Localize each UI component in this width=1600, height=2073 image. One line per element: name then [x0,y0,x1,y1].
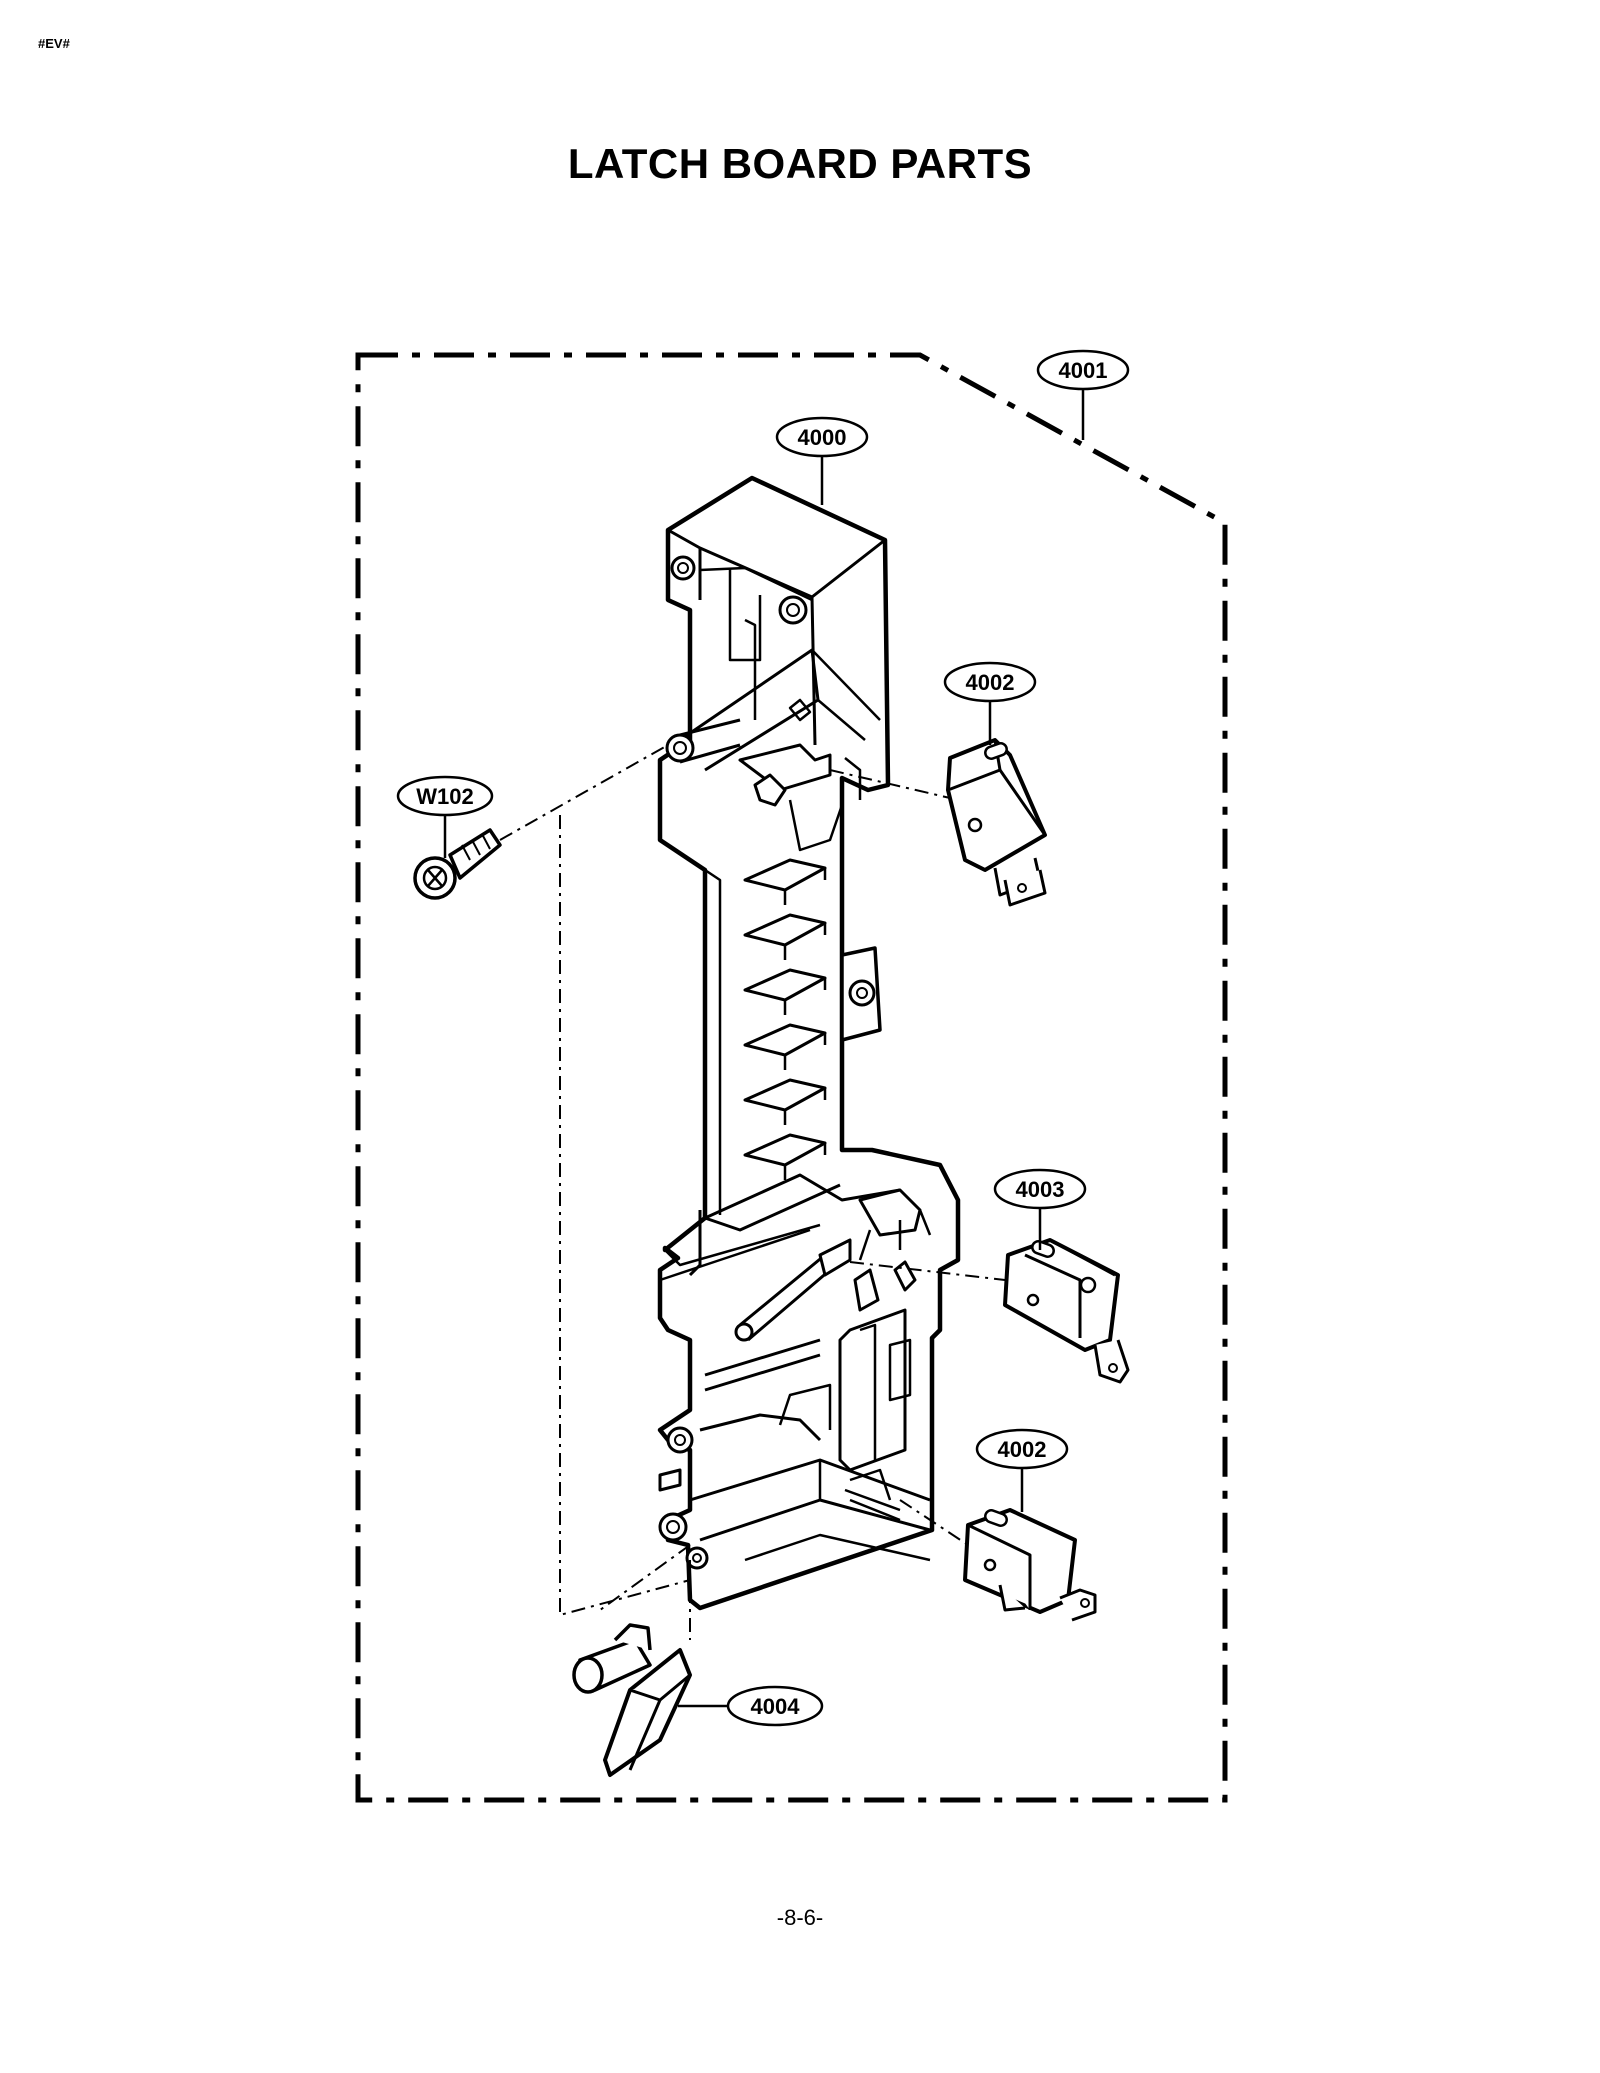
document-code: #EV# [38,36,70,51]
callout-4002-bottom: 4002 [975,1428,1069,1512]
assembly-boundary [355,352,1228,1803]
callout-label-4002-bottom: 4002 [998,1437,1047,1462]
callout-label-4002-top: 4002 [966,670,1015,695]
page-title: LATCH BOARD PARTS [567,140,1033,187]
callout-4000: 4000 [775,416,869,505]
callout-4004: 4004 [678,1685,824,1727]
callout-4001: 4001 [1036,349,1130,440]
callout-4003: 4003 [993,1168,1087,1250]
microswitch-4003 [1003,1238,1130,1384]
callout-w102: W102 [396,775,494,858]
microswitch-4002-top [946,738,1047,907]
callout-label-w102: W102 [416,784,473,809]
callout-label-4004: 4004 [751,1694,801,1719]
screw-w102 [413,828,502,900]
callout-label-4001: 4001 [1059,358,1108,383]
latch-lever-4004 [572,1623,692,1777]
callout-label-4003: 4003 [1016,1177,1065,1202]
page-number: -8-6- [776,1905,824,1930]
microswitch-4002-bottom [963,1508,1097,1622]
callout-4002-top: 4002 [943,661,1037,745]
callout-label-4000: 4000 [798,425,847,450]
assembly-lines [499,744,1006,1640]
latch-board-body [657,475,961,1611]
